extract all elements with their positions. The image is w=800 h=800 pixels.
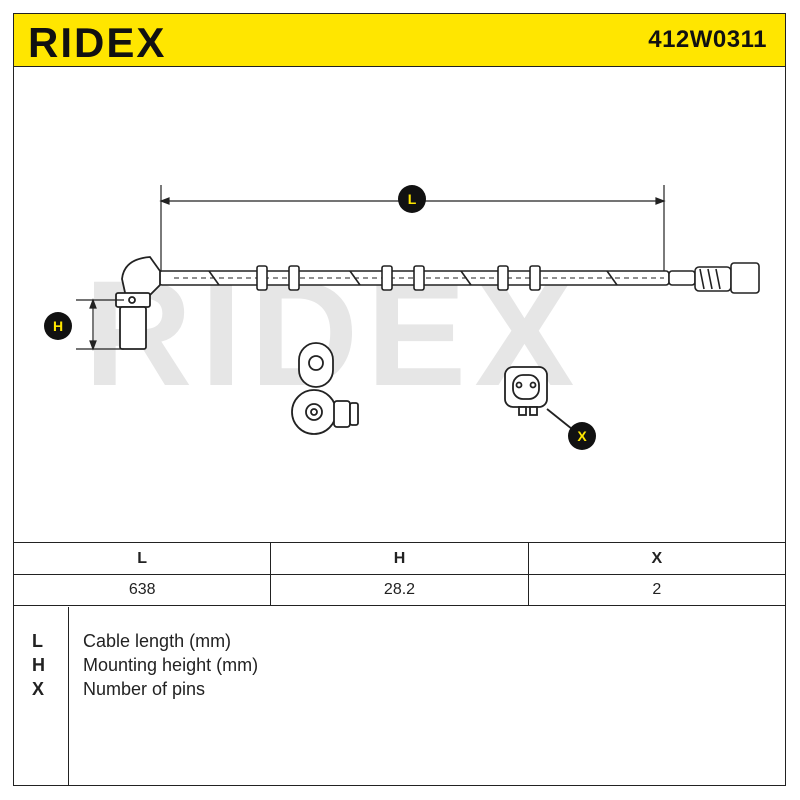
specs-table: L H X 638 28.2 2 xyxy=(14,542,785,606)
value-h: 28.2 xyxy=(271,575,529,605)
badge-x-label: X xyxy=(577,428,587,444)
badge-l-label: L xyxy=(408,191,417,207)
product-sheet: RIDEX 412W0311 RIDEX L xyxy=(13,13,786,786)
connector-end xyxy=(668,262,760,294)
header-l: L xyxy=(14,543,272,574)
legend-text: Mounting height (mm) xyxy=(83,655,259,675)
connector-face-view xyxy=(504,366,573,430)
legend-key: H xyxy=(32,655,45,675)
legend-divider xyxy=(68,607,69,785)
badge-h-label: H xyxy=(53,318,63,334)
badge-x xyxy=(568,422,596,450)
legend-text: Cable length (mm) xyxy=(83,631,232,651)
sensor-front-view xyxy=(291,342,359,435)
badge-h xyxy=(44,312,72,340)
specs-header-row: L H X xyxy=(14,542,785,574)
badge-l xyxy=(398,185,426,213)
legend-row-h: H Mounting height (mm) xyxy=(14,655,785,679)
specs-value-row: 638 28.2 2 xyxy=(14,574,785,606)
header-h: H xyxy=(271,543,529,574)
legend: L Cable length (mm) H Mounting height (m… xyxy=(14,607,785,785)
legend-key: X xyxy=(32,679,45,699)
sensor-head xyxy=(115,256,161,350)
legend-row-l: L Cable length (mm) xyxy=(14,631,785,655)
header-bar: RIDEX 412W0311 xyxy=(14,14,785,67)
height-dimension xyxy=(76,298,124,351)
legend-text: Number of pins xyxy=(83,679,206,699)
value-l: 638 xyxy=(14,575,272,605)
header-x: X xyxy=(651,549,663,567)
legend-row-x: X Number of pins xyxy=(14,679,785,703)
svg-text:RIDEX: RIDEX xyxy=(28,19,166,63)
ridex-logo: RIDEX xyxy=(28,19,166,63)
part-number: 412W0311 xyxy=(648,26,767,53)
value-x: 2 xyxy=(652,581,662,598)
technical-drawing: RIDEX L xyxy=(14,67,785,542)
sensor-drawing: RIDEX L xyxy=(44,185,760,450)
legend-key: L xyxy=(32,631,43,651)
